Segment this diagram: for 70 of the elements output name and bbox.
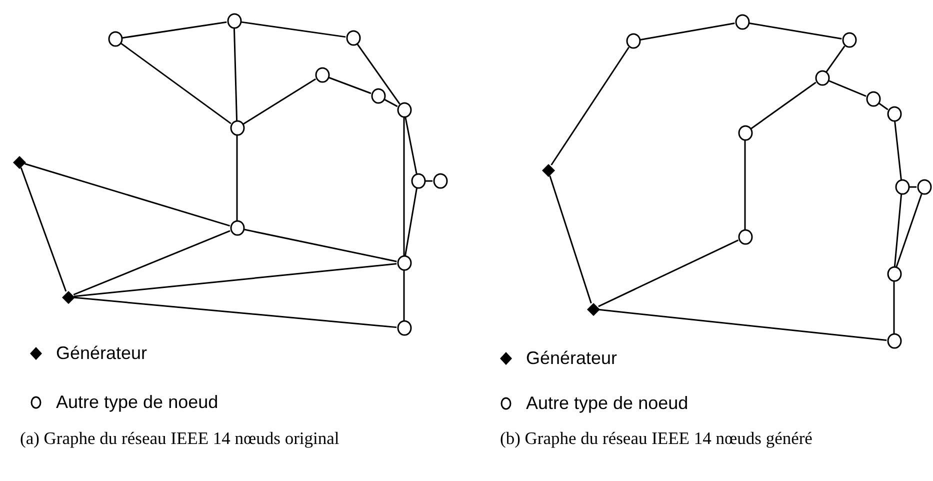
edge-line [241,21,346,38]
bus-node [370,88,386,104]
edge-line [403,270,405,320]
bus-node [814,70,830,86]
edge-line [328,76,372,94]
bus-node [432,173,448,189]
legend-label: Autre type de noeud [526,393,688,414]
generator-node [62,290,74,304]
bus-node [108,31,122,47]
edge-line [640,22,735,40]
bus-node [410,173,426,189]
bus-node [886,266,902,282]
bus-node [866,91,880,107]
bus-node [226,13,242,29]
edge-line [893,282,895,334]
bus-node [626,33,640,49]
edge-line [403,118,405,256]
edge-line [894,121,902,180]
bus-node [230,120,244,136]
edge-line [73,230,230,296]
edge-line [598,308,887,341]
edge-line [120,42,232,124]
legend-label: Générateur [56,343,148,364]
bus-node [738,229,752,245]
edge-line [404,188,418,256]
generator-node [542,164,554,176]
edge-line [744,140,746,230]
edge-line [356,44,400,104]
bus-node [396,320,412,336]
edge-line [910,186,916,188]
bus-node [886,106,902,122]
bus-node [396,102,412,118]
edge-line [242,78,316,125]
generator-node [12,156,26,168]
edge-line [74,296,397,328]
bus-node [230,220,244,236]
edge-line [598,240,739,308]
edge-line [750,82,816,130]
edge-line [749,22,842,40]
bus-node [738,125,752,141]
bus-node [314,67,330,83]
edge-line [549,175,592,304]
edge-line [404,117,418,174]
generator-node [586,302,600,316]
edge-line [74,263,397,298]
edge-line [896,194,922,268]
bus-node [396,255,412,271]
bus-node [886,333,902,349]
edge-line [233,28,238,121]
legend-label: Autre type de noeud [56,392,218,413]
edge-line [384,98,398,108]
edge-line [20,167,67,292]
bus-node [916,179,932,195]
subfigure-caption: (b) Graphe du réseau IEEE 14 nœuds généré [500,428,812,449]
subfigure-caption: (a) Graphe du réseau IEEE 14 nœuds original [20,428,340,449]
legend-label: Générateur [526,348,618,369]
edge-line [878,102,888,110]
edge-line [244,228,397,262]
edge-line [826,46,846,72]
edge-line [122,21,227,39]
bus-node [842,32,856,48]
bus-node [734,14,750,30]
bus-node [346,30,360,46]
edge-line [550,46,630,166]
edge-line [828,80,866,97]
edge-line [236,136,238,220]
edge-line [426,180,432,182]
edge-line [894,194,902,267]
bus-node [894,179,910,195]
edge-line [24,163,230,227]
